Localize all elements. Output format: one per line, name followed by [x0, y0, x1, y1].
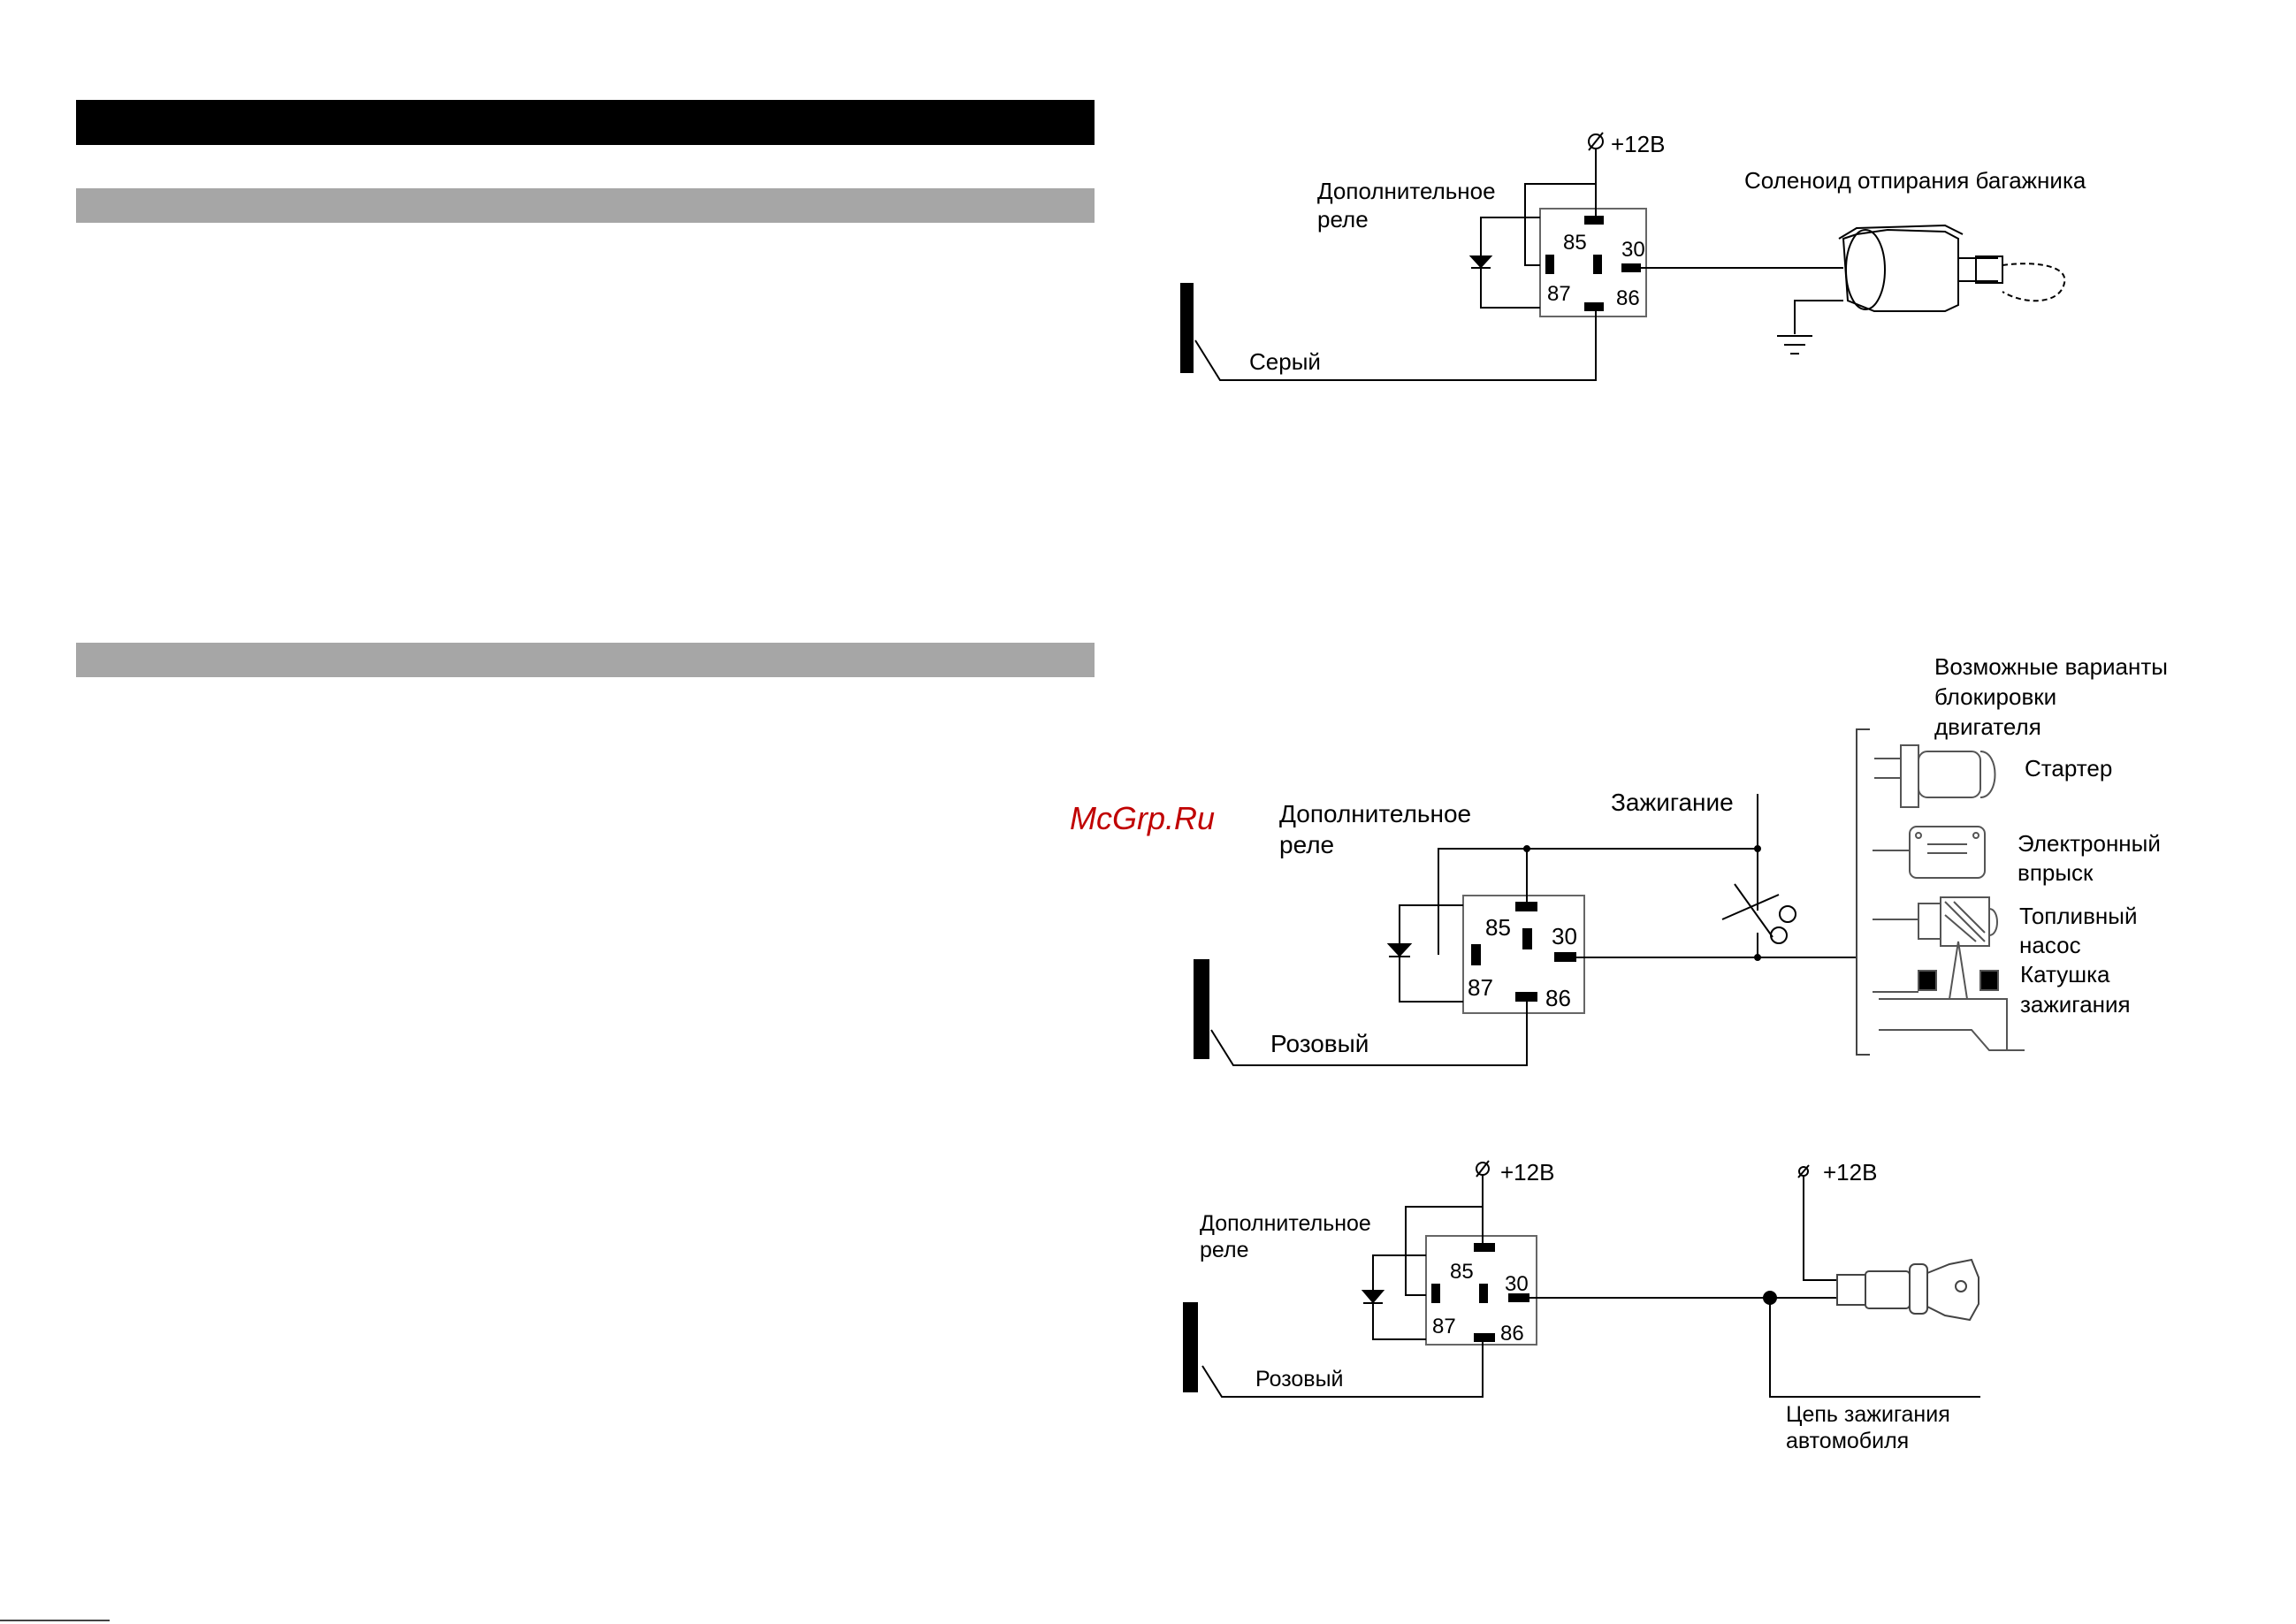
d2-options-title-2: блокировки — [1934, 683, 2056, 710]
alarm-unit-connector — [1180, 283, 1194, 373]
d2-relay-label-line1: Дополнительное — [1279, 800, 1471, 827]
relay-pin-85-terminal — [1474, 1243, 1495, 1252]
d1-pin-30: 30 — [1621, 238, 1645, 262]
d3-wire-label: Розовый — [1255, 1367, 1344, 1391]
d3-pin-86: 86 — [1500, 1322, 1524, 1346]
section-header-bar — [76, 100, 1095, 145]
ignition-coil-icon — [1873, 941, 2025, 1051]
d2-option-injection-2: впрыск — [2018, 859, 2094, 886]
d1-relay-label-line1: Дополнительное — [1317, 178, 1496, 204]
relay-pin-85-terminal — [1584, 216, 1604, 225]
d1-supply-label: +12В — [1611, 131, 1665, 157]
d2-option-fuel-pump-1: Топливный — [2019, 903, 2137, 929]
relay-pin-30-terminal — [1621, 263, 1641, 272]
cut-wire-scissors-icon — [1721, 883, 1796, 944]
d2-wire-label: Розовый — [1270, 1030, 1369, 1057]
ignition-switch-icon — [1836, 1258, 1979, 1322]
d1-relay-label-line2: реле — [1317, 206, 1369, 233]
relay-pin-mid-terminal — [1479, 1284, 1488, 1303]
d1-pin-85: 85 — [1563, 231, 1587, 255]
relay-pin-87-terminal — [1471, 944, 1481, 965]
d2-pin-30: 30 — [1552, 923, 1577, 949]
diagram-engine-block — [1194, 728, 2025, 1066]
diagram-ignition-circuit — [1183, 1160, 1980, 1398]
relay-box — [1425, 1235, 1537, 1346]
diagram-trunk-release — [1180, 132, 2066, 381]
d3-pin-85: 85 — [1450, 1260, 1474, 1284]
starter-icon — [1874, 744, 1996, 808]
d3-circuit-label-2: автомобиля — [1786, 1429, 1909, 1453]
d1-wire-label: Серый — [1249, 348, 1321, 375]
watermark: McGrp.Ru — [1070, 800, 1215, 836]
diode-icon — [1361, 1290, 1385, 1304]
d2-relay-label-line2: реле — [1279, 831, 1334, 858]
d2-option-fuel-pump-2: насос — [2019, 932, 2081, 958]
d3-circuit-label-1: Цепь зажигания — [1786, 1402, 1950, 1427]
d2-option-starter: Стартер — [2025, 755, 2112, 782]
d2-ignition-label: Зажигание — [1611, 789, 1734, 816]
diode-icon — [1468, 255, 1493, 269]
d3-relay-label-line2: реле — [1200, 1238, 1248, 1262]
relay-pin-86-terminal — [1515, 992, 1537, 1002]
relay-pin-87-terminal — [1431, 1284, 1440, 1303]
relay-pin-85-terminal — [1515, 902, 1537, 911]
relay-pin-86-terminal — [1584, 302, 1604, 311]
relay-box — [1462, 895, 1585, 1014]
relay-pin-mid-terminal — [1522, 928, 1532, 949]
d3-pin-30: 30 — [1505, 1272, 1529, 1296]
d1-pin-86: 86 — [1616, 286, 1640, 310]
alarm-unit-connector — [1183, 1302, 1198, 1392]
footer-rule — [0, 1620, 110, 1621]
d2-option-coil-1: Катушка — [2020, 961, 2110, 987]
d3-supply-label-2: +12В — [1823, 1159, 1877, 1186]
fuel-pump-icon — [1873, 896, 1998, 947]
d3-supply-label-1: +12В — [1500, 1159, 1554, 1186]
d2-pin-85: 85 — [1485, 914, 1511, 941]
relay-pin-87-terminal — [1545, 255, 1554, 274]
d3-relay-label-line1: Дополнительное — [1200, 1211, 1371, 1236]
relay-box — [1539, 208, 1647, 317]
injection-icon — [1873, 826, 1986, 879]
trunk-solenoid-icon — [1838, 224, 2066, 312]
supply-terminal-icon — [1476, 1162, 1490, 1176]
relay-pin-mid-terminal — [1593, 255, 1602, 274]
d2-option-injection-1: Электронный — [2018, 830, 2161, 857]
subsection-bar-1 — [76, 188, 1095, 223]
d3-pin-87: 87 — [1432, 1315, 1456, 1338]
d1-load-label: Соленоид отпирания багажника — [1744, 167, 2086, 194]
relay-pin-30-terminal — [1554, 952, 1576, 962]
relay-pin-30-terminal — [1508, 1293, 1529, 1302]
d2-pin-86: 86 — [1545, 985, 1571, 1011]
d2-pin-87: 87 — [1468, 974, 1493, 1001]
d2-options-title-1: Возможные варианты — [1934, 653, 2168, 680]
d1-pin-87: 87 — [1547, 282, 1571, 306]
relay-pin-86-terminal — [1474, 1333, 1495, 1342]
d2-options-title-3: двигателя — [1934, 713, 2041, 740]
d2-option-coil-2: зажигания — [2020, 991, 2131, 1018]
alarm-unit-connector — [1194, 959, 1209, 1059]
diode-icon — [1386, 943, 1413, 957]
subsection-bar-2 — [76, 643, 1095, 677]
